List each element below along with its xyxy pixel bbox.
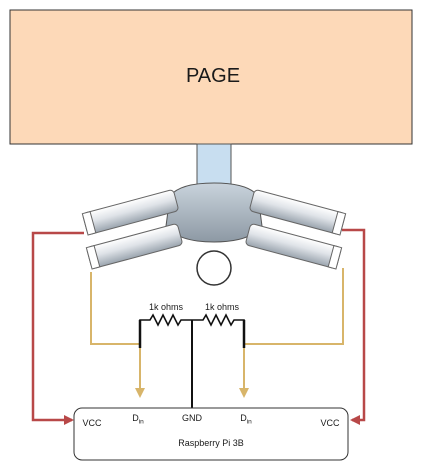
sensor-upper-right	[249, 189, 347, 236]
sensor-hub	[165, 182, 263, 243]
signal-wire-right	[239, 268, 344, 398]
pin-din-right-sub: in	[247, 419, 252, 426]
pin-din-left: Din	[132, 413, 144, 426]
sensor-lower-right	[245, 223, 343, 270]
vcc-wire-left	[31, 231, 84, 425]
sensor-upper-left	[81, 189, 179, 236]
resistor-right-network	[192, 313, 245, 347]
pin-din-left-sub: in	[139, 419, 144, 426]
pin-din-right: Din	[240, 413, 252, 426]
vcc-wire-right	[342, 228, 366, 425]
pin-gnd: GND	[182, 413, 203, 423]
roller-circle	[196, 250, 232, 286]
board-label: Raspberry Pi 3B	[178, 438, 244, 448]
resistor-right-label: 1k ohms	[205, 302, 240, 312]
page-column	[196, 143, 232, 185]
pin-vcc-right: VCC	[320, 418, 340, 428]
raspberry-pi-board	[73, 407, 349, 461]
signal-wire-left	[90, 272, 145, 398]
resistor-left-label: 1k ohms	[149, 302, 184, 312]
pin-din-right-main: D	[240, 413, 247, 423]
page-label: PAGE	[186, 65, 240, 87]
pin-din-left-main: D	[132, 413, 139, 423]
resistor-left-network	[139, 313, 192, 347]
pin-vcc-left: VCC	[82, 418, 102, 428]
sensor-lower-left	[85, 223, 183, 270]
page-block	[9, 9, 413, 145]
